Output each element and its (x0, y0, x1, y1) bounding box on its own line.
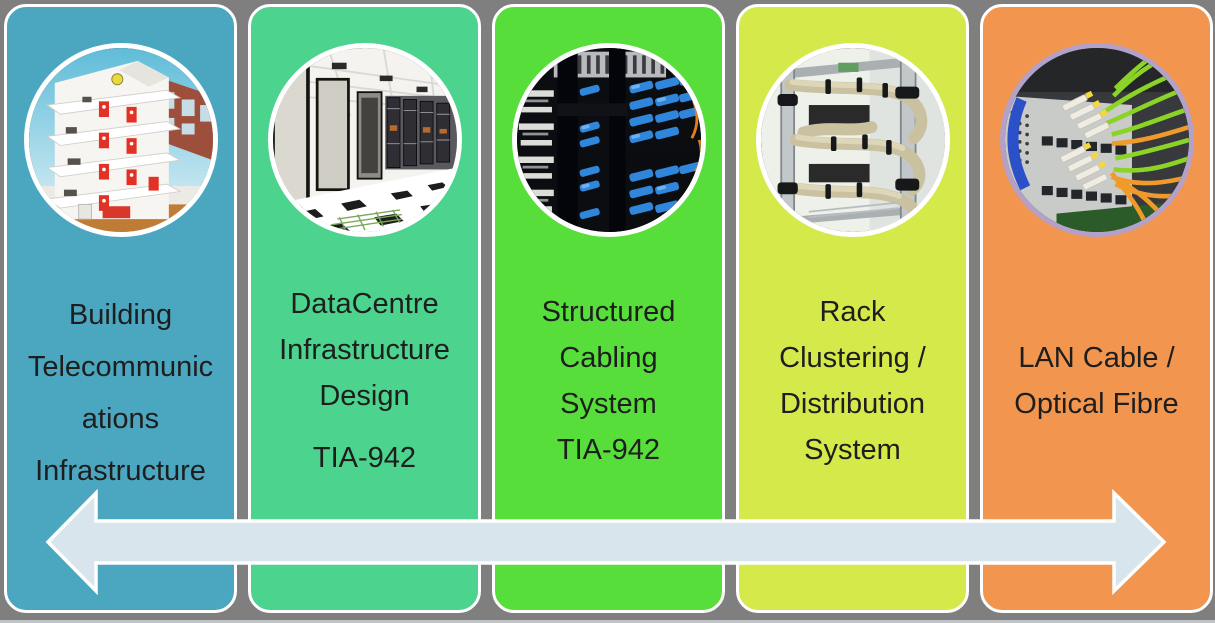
label-line: Rack (819, 296, 886, 328)
label-line: TIA-942 (556, 434, 661, 466)
label-line: System (804, 434, 901, 466)
bottom-edge-strip (0, 620, 1215, 623)
rack-cable-bundles-photo (755, 43, 950, 237)
card-title-rack-clustering: Rack Clustering / Distribution System (744, 275, 961, 487)
card-title-structured-cabling: Structured Cabling System TIA-942 (500, 275, 717, 487)
card-structured-cabling: Structured Cabling System TIA-942 (492, 4, 725, 613)
label-line: LAN Cable / (1018, 342, 1175, 374)
card-datacentre-design: DataCentre Infrastructure Design TIA-942 (248, 4, 481, 613)
card-title-building-telecom: Building Telecommunic ations Infrastruct… (12, 287, 229, 499)
label-line: Infrastructure (35, 455, 206, 487)
label-line: Clustering / (779, 342, 926, 374)
datacenter-room-illustration (272, 48, 457, 232)
label-standard-tag: TIA-942 (312, 442, 417, 474)
patch-panel-illustration (516, 48, 701, 232)
building-cutaway-illustration (28, 48, 213, 232)
card-lan-optical-fibre: LAN Cable / Optical Fibre (980, 4, 1213, 613)
datacenter-room-photo (267, 43, 462, 237)
card-title-datacentre-design: DataCentre Infrastructure Design TIA-942 (256, 275, 473, 487)
label-line: System (560, 388, 657, 420)
label-line: Infrastructure (279, 334, 450, 366)
fibre-optic-cables-photo (999, 43, 1194, 237)
label-line: Cabling (559, 342, 658, 374)
label-line: ations (81, 403, 160, 435)
label-line: Design (319, 380, 410, 412)
label-line: Distribution (779, 388, 926, 420)
label-line: Building (68, 299, 173, 331)
fibre-optic-illustration (1004, 48, 1189, 232)
label-line: Optical Fibre (1014, 388, 1179, 420)
building-cutaway-photo (23, 43, 218, 237)
label-line: Telecommunic (27, 351, 214, 383)
card-building-telecom: Building Telecommunic ations Infrastruct… (4, 4, 237, 613)
label-line: DataCentre (290, 288, 439, 320)
card-title-lan-optical: LAN Cable / Optical Fibre (988, 275, 1205, 487)
patch-panel-blue-cabling-photo (511, 43, 706, 237)
label-line: Structured (541, 296, 676, 328)
card-rack-clustering: Rack Clustering / Distribution System (736, 4, 969, 613)
rack-cable-illustration (760, 48, 945, 232)
